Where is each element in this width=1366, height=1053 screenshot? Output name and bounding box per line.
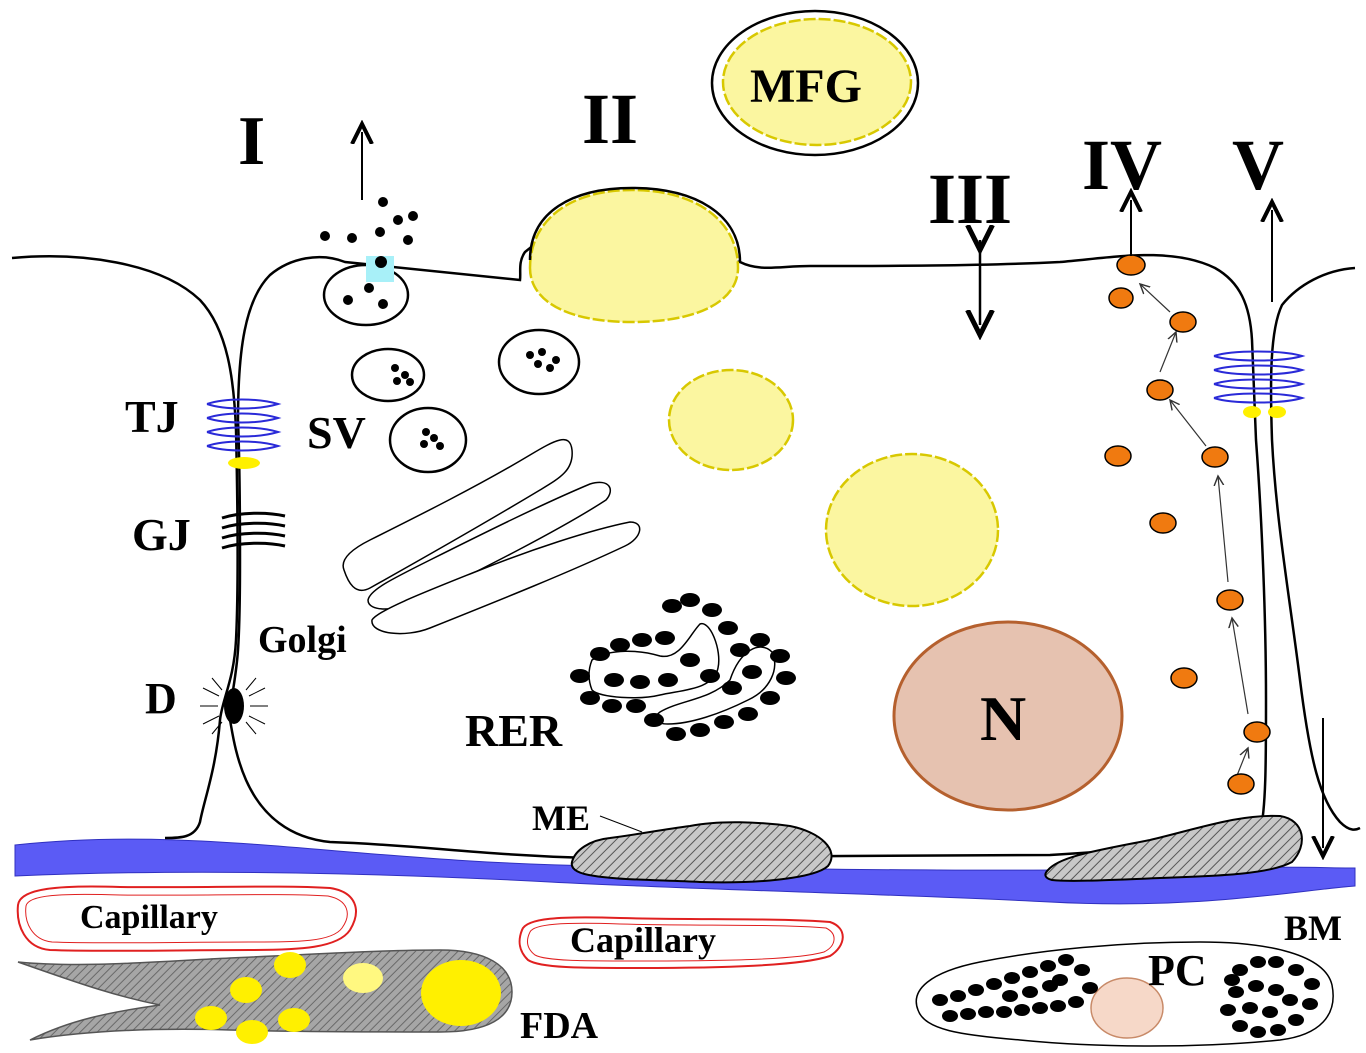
secreted-casein-dots — [320, 197, 418, 309]
label-pathway-2: II — [582, 79, 638, 159]
secretory-vesicle — [388, 406, 468, 474]
label-capillary-middle: Capillary — [570, 920, 716, 960]
me-pointer — [599, 815, 643, 833]
label-desmosome: D — [145, 674, 177, 723]
fda-lipid-droplets — [195, 952, 501, 1044]
nucleus — [892, 620, 1124, 812]
label-gj: GJ — [132, 509, 191, 560]
lipid-droplet — [824, 452, 1000, 608]
tight-junction-left — [206, 398, 282, 452]
tight-junction-left-dot — [228, 457, 260, 469]
tight-junction-right-dot-1 — [1243, 406, 1261, 418]
label-pc: PC — [1148, 946, 1207, 995]
right-neighbor-cell — [1269, 266, 1361, 831]
lipid-droplet-budding — [528, 188, 740, 324]
plasma-cell-nucleus — [1090, 977, 1164, 1039]
rough-endoplasmic-reticulum — [570, 593, 796, 741]
label-mfg: MFG — [750, 60, 862, 113]
label-bm: BM — [1284, 908, 1342, 948]
plasma-cell-rer-left — [932, 954, 1098, 1022]
label-pathway-5: V — [1232, 125, 1284, 205]
transcytosis-path — [1140, 284, 1248, 779]
tight-junction-right-dot-2 — [1268, 406, 1286, 418]
plasma-cell-rer-right — [1220, 956, 1320, 1038]
tight-junction-right — [1213, 350, 1306, 404]
label-rer: RER — [465, 705, 563, 756]
myoepithelial-cell-left — [570, 821, 833, 884]
golgi-apparatus — [342, 438, 641, 635]
label-pathway-3: III — [928, 159, 1012, 239]
transcytosis-vesicles — [1104, 254, 1271, 795]
capillary-left — [16, 885, 357, 952]
lipid-droplet — [667, 368, 795, 472]
label-capillary-left: Capillary — [80, 899, 218, 936]
left-neighbor-cell — [11, 255, 239, 840]
myoepithelial-cell-right — [1044, 814, 1303, 882]
secretory-vesicle — [350, 347, 426, 403]
label-pathway-4: IV — [1082, 125, 1162, 205]
label-fda: FDA — [520, 1005, 599, 1047]
secretory-vesicle — [497, 328, 581, 396]
fat-depleted-adipocyte — [17, 949, 513, 1041]
label-golgi: Golgi — [258, 619, 347, 661]
label-sv: SV — [307, 407, 366, 458]
label-me: ME — [532, 798, 590, 838]
desmosome — [200, 677, 268, 735]
label-pathway-1: I — [238, 103, 265, 180]
capillary-middle — [518, 916, 844, 970]
gap-junction — [221, 511, 286, 550]
label-nucleus: N — [980, 683, 1026, 754]
label-tj: TJ — [125, 391, 179, 442]
